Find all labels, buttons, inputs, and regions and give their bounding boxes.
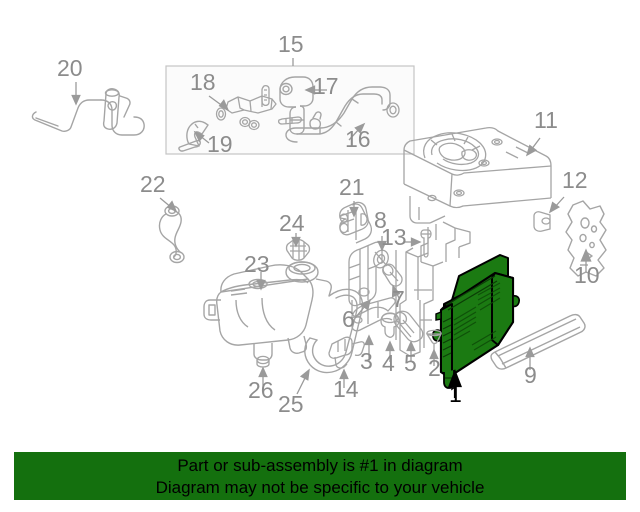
callout-22[interactable]: 22 [140,171,166,197]
callout-25[interactable]: 25 [278,391,304,417]
callout-14[interactable]: 14 [333,376,359,402]
leader-10 [580,248,592,272]
diagram-illustration [31,58,607,398]
part-7-stud [382,263,403,287]
callout-8[interactable]: 8 [374,207,387,233]
callout-26[interactable]: 26 [248,377,274,403]
leader-24 [291,233,301,248]
callout-24[interactable]: 24 [279,210,305,236]
leader-4 [385,340,395,362]
callout-1[interactable]: 1 [449,381,462,407]
part-1-radiator [431,254,520,389]
callout-2[interactable]: 2 [428,355,441,381]
leader-22 [159,197,178,213]
part-21-mount-bracket [339,201,372,244]
callout-21[interactable]: 21 [339,174,365,200]
leader-17 [304,85,327,95]
leader-9 [525,346,535,370]
part-5-bolt [393,310,424,343]
leader-14 [339,368,349,388]
leader-2 [429,348,439,366]
part-8-insulator [373,249,389,269]
inset-oring-b [248,119,260,131]
inset-clamp-a [277,116,303,125]
info-banner: Part or sub-assembly is #1 in diagram Di… [14,452,626,500]
leader-7 [391,284,401,299]
callout-4[interactable]: 4 [382,350,395,376]
fan-shroud-assembly [403,126,552,224]
part-26-reservoir-grommet [256,355,270,368]
leader-23 [256,272,266,291]
part-4-grommet [380,312,400,338]
leader-13 [404,237,422,247]
part-14-clip [328,336,365,369]
leader-18 [208,95,230,112]
callout-23[interactable]: 23 [244,251,270,277]
callout-12[interactable]: 12 [562,167,588,193]
part-20-overflow-hose [31,88,145,136]
parts-diagram: 1 2 3 4 5 6 7 8 9 10 11 12 13 14 15 16 1… [31,31,607,417]
leader-25 [296,368,310,395]
callout-20[interactable]: 20 [57,55,83,81]
leader-1-highlighted [447,368,463,398]
inset-oring-c [386,102,400,118]
callout-11[interactable]: 11 [534,107,558,133]
part-9-lower-air-deflector [490,313,586,370]
leader-20 [71,82,81,106]
part-10-side-air-deflector [565,200,607,277]
banner-line-2: Diagram may not be specific to your vehi… [155,478,485,497]
banner-line-1: Part or sub-assembly is #1 in diagram [177,456,463,475]
callout-13[interactable]: 13 [381,224,407,250]
part-16-lower-radiator-hose [285,86,391,143]
callout-5[interactable]: 5 [404,350,417,376]
part-24-reservoir-cap [285,238,311,261]
callout-9[interactable]: 9 [524,362,537,388]
leader-19 [193,130,210,144]
part-12-upper-bracket [533,211,551,232]
leader-5 [406,340,416,362]
leader-26 [258,366,268,388]
callout-18[interactable]: 18 [190,69,216,95]
part-22-hanger-bracket [158,205,185,264]
callout-3[interactable]: 3 [360,348,373,374]
leader-8 [377,236,387,252]
leader-6 [354,298,371,319]
part-25-reservoir-hose [304,288,364,374]
leader-3 [364,334,374,362]
inset-bushing-a [261,84,270,107]
part-23-coolant-reservoir-tank [203,261,332,361]
callout-19[interactable]: 19 [207,131,233,157]
leader-16 [348,122,366,141]
callout-16[interactable]: 16 [345,126,371,152]
leader-11 [525,137,541,157]
part-13-pin [420,229,432,258]
callout-10[interactable]: 10 [574,262,600,288]
leader-21 [349,201,359,218]
leader-12 [548,196,565,214]
callout-7[interactable]: 7 [392,286,405,312]
callout-6[interactable]: 6 [342,306,355,332]
callout-labels: 1 2 3 4 5 6 7 8 9 10 11 12 13 14 15 16 1… [57,31,600,417]
callout-17[interactable]: 17 [313,73,339,99]
callout-15[interactable]: 15 [278,31,304,57]
